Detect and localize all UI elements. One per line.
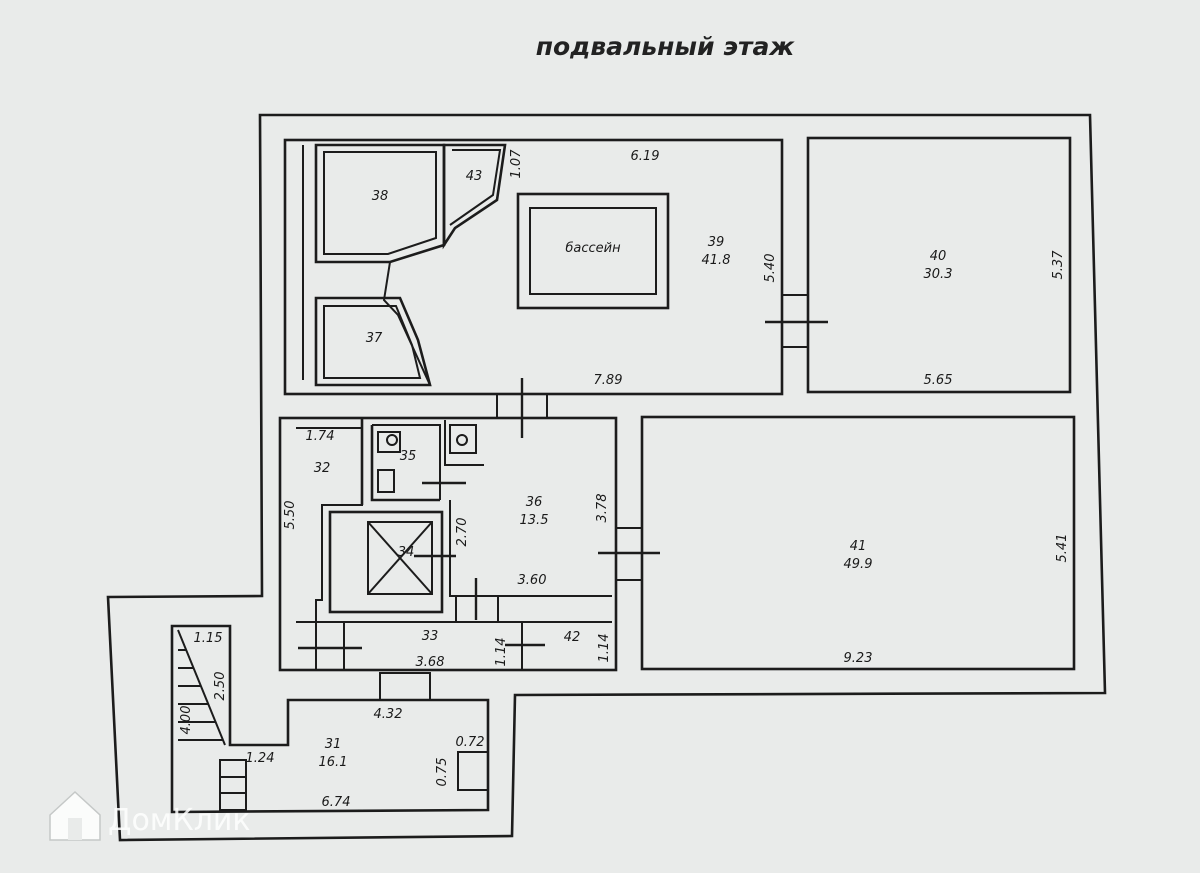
pool-inner <box>529 207 657 295</box>
room-34-outline <box>328 510 444 614</box>
dimension-label: 0.75 <box>435 758 450 787</box>
room-38-number: 38 <box>372 189 389 204</box>
dimension-label: 5.50 <box>283 501 298 530</box>
room-37-number: 37 <box>366 331 383 346</box>
room-36-area: 13.5 <box>520 513 549 528</box>
dimension-label: 1.74 <box>306 429 335 444</box>
room-41-area: 49.9 <box>844 557 873 572</box>
room-39-number: 39 <box>708 235 725 250</box>
pool-label: бассейн <box>565 241 621 256</box>
watermark-brand: ДомКлик <box>108 803 251 838</box>
room-31-area: 16.1 <box>319 755 348 770</box>
dimension-label: 5.40 <box>763 254 778 283</box>
plan-title: подвальный этаж <box>536 32 796 61</box>
room-35-number: 35 <box>400 449 417 464</box>
dimension-label: 4.00 <box>179 706 194 735</box>
room-38-outline <box>314 143 446 264</box>
room-40-outline <box>806 136 1072 394</box>
room-34-number: 34 <box>398 545 415 560</box>
room-33-number: 33 <box>422 629 439 644</box>
room-40-number: 40 <box>930 249 947 264</box>
room-41-outline <box>640 415 1076 671</box>
dimension-label: 7.89 <box>594 373 623 388</box>
dimension-label: 1.14 <box>494 638 509 667</box>
dimension-label: 5.65 <box>924 373 953 388</box>
room-43-number: 43 <box>466 169 483 184</box>
dimension-label: 1.07 <box>509 149 524 179</box>
dimension-label: 5.37 <box>1051 250 1066 280</box>
dimension-label: 3.60 <box>518 573 547 588</box>
room-35-outline <box>360 418 440 505</box>
house-logo-icon <box>49 790 101 841</box>
room-43-outline <box>442 143 507 250</box>
room-32-number: 32 <box>314 461 331 476</box>
room-31-outline <box>170 624 490 814</box>
room-37-outline <box>314 296 432 387</box>
room-40-area: 30.3 <box>924 267 953 282</box>
dimension-label: 1.14 <box>597 634 612 663</box>
dimension-label: 5.41 <box>1055 534 1070 563</box>
dimension-label: 1.24 <box>246 751 275 766</box>
room-42-number: 42 <box>564 630 581 645</box>
dimension-label: 3.68 <box>416 655 445 670</box>
outer-wall <box>106 113 1107 842</box>
dimension-label: 4.32 <box>374 707 403 722</box>
room-41-number: 41 <box>850 539 867 554</box>
dimension-label: 9.23 <box>844 651 873 666</box>
pool-outline <box>516 192 670 310</box>
dimension-label: 2.70 <box>455 518 470 547</box>
dimension-label: 3.78 <box>595 494 610 523</box>
room-39-area: 41.8 <box>702 253 731 268</box>
room-31-number: 31 <box>325 737 342 752</box>
staircase <box>177 629 247 811</box>
dimension-label: 1.15 <box>194 631 223 646</box>
dimension-label: 0.72 <box>456 735 485 750</box>
room-36-number: 36 <box>526 495 543 510</box>
dimension-label: 6.74 <box>322 795 351 810</box>
dimension-label: 6.19 <box>631 149 660 164</box>
dimension-label: 2.50 <box>213 672 228 701</box>
